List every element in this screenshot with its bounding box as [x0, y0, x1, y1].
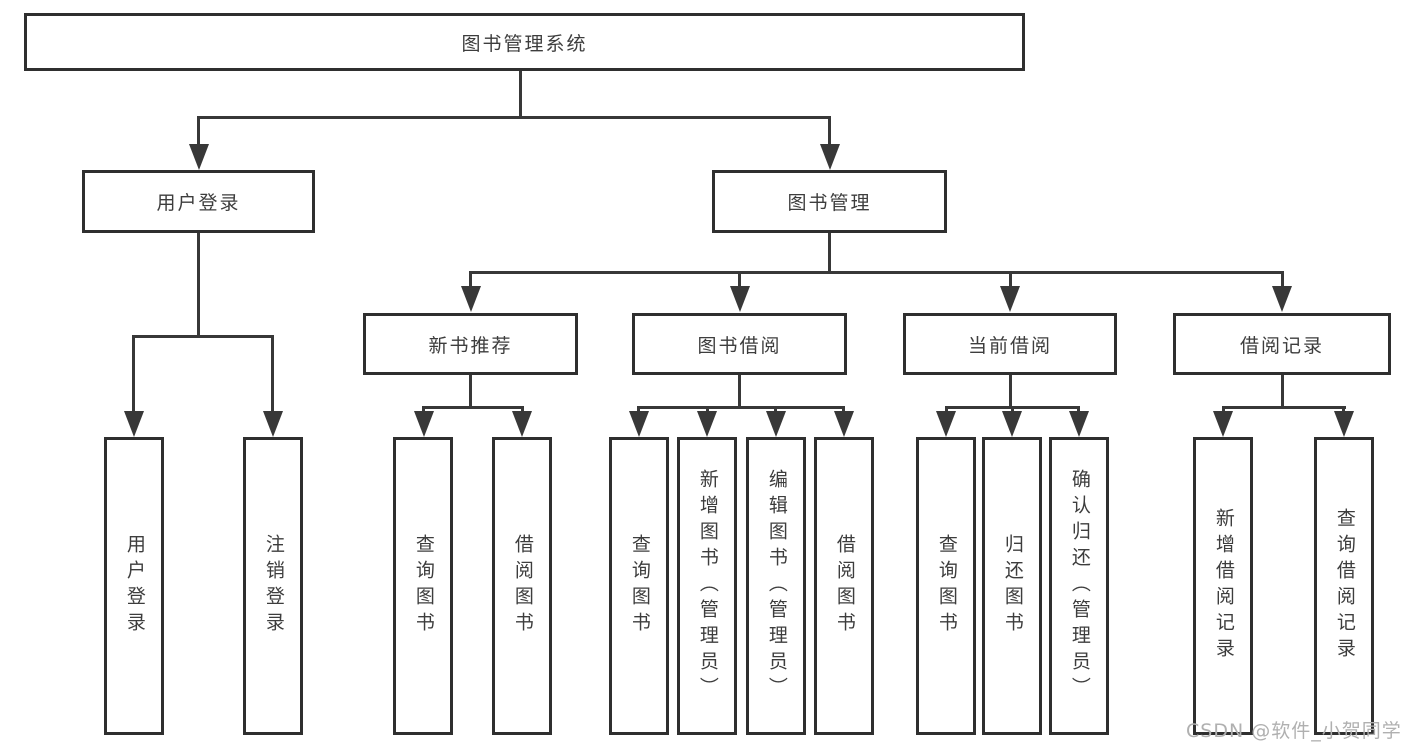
- node-current-borrow: 当前借阅: [903, 313, 1117, 375]
- arrow-down-icon: [833, 411, 854, 437]
- connector-line: [828, 233, 831, 274]
- arrow-down-icon: [188, 144, 209, 170]
- node-label: 查询图书: [628, 534, 651, 638]
- arrow-down-icon: [123, 411, 144, 437]
- connector-line: [637, 406, 845, 409]
- connector-line: [828, 116, 831, 146]
- connector-line: [271, 335, 274, 413]
- arrow-down-icon: [729, 286, 750, 312]
- leaf-logout: 注销登录: [243, 437, 303, 735]
- leaf-records-add-record: 新增借阅记录: [1193, 437, 1253, 735]
- connector-line: [1280, 375, 1284, 409]
- node-label: 用户登录: [123, 534, 146, 638]
- node-label: 查询借阅记录: [1333, 508, 1356, 664]
- node-label: 借阅图书: [833, 534, 856, 638]
- leaf-recommend-query-books: 查询图书: [393, 437, 453, 735]
- arrow-down-icon: [1002, 411, 1022, 437]
- connector-line: [637, 406, 640, 415]
- connector-line: [1221, 406, 1346, 409]
- node-label: 用户登录: [156, 192, 241, 214]
- node-label: 新增借阅记录: [1212, 508, 1235, 664]
- arrow-down-icon: [1333, 411, 1354, 437]
- connector-line: [842, 406, 845, 415]
- node-label: 图书管理: [787, 192, 872, 214]
- node-label: 当前借阅: [967, 334, 1052, 357]
- node-book-borrow: 图书借阅: [632, 313, 847, 375]
- arrow-down-icon: [413, 411, 434, 437]
- connector-line: [738, 271, 741, 291]
- node-borrow-records: 借阅记录: [1173, 313, 1391, 375]
- connector-line: [132, 335, 135, 413]
- arrow-down-icon: [1000, 286, 1020, 312]
- leaf-recommend-borrow-books: 借阅图书: [492, 437, 552, 735]
- connector-line: [469, 271, 1284, 274]
- node-library-system: 图书管理系统: [24, 13, 1025, 71]
- arrow-down-icon: [819, 144, 840, 170]
- watermark: CSDN @软件_小贺同学: [1186, 720, 1402, 742]
- node-label: 编辑图书（管理员）: [765, 469, 788, 703]
- connector-line: [422, 406, 524, 409]
- node-book-management: 图书管理: [712, 170, 947, 233]
- connector-line: [520, 406, 524, 415]
- leaf-user-login: 用户登录: [104, 437, 164, 735]
- leaf-borrow-edit-books-admin: 编辑图书（管理员）: [746, 437, 806, 735]
- arrow-down-icon: [1272, 286, 1292, 312]
- node-label: 归还图书: [1001, 534, 1024, 638]
- connector-line: [519, 71, 522, 118]
- connector-line: [1010, 406, 1014, 415]
- arrow-down-icon: [262, 411, 283, 437]
- arrow-down-icon: [512, 411, 532, 437]
- connector-line: [1342, 406, 1345, 415]
- connector-line: [1077, 406, 1080, 415]
- leaf-records-query-record: 查询借阅记录: [1314, 437, 1374, 735]
- node-label: 确认归还（管理员）: [1068, 469, 1091, 703]
- connector-line: [422, 406, 425, 415]
- arrow-down-icon: [765, 411, 786, 437]
- connector-line: [132, 335, 274, 338]
- connector-line: [705, 406, 709, 415]
- connector-line: [469, 375, 472, 409]
- node-label: 图书管理系统: [461, 32, 588, 55]
- connector-line: [469, 271, 472, 291]
- connector-line: [944, 406, 948, 415]
- node-label: 图书借阅: [697, 334, 782, 357]
- node-label: 新增图书（管理员）: [696, 469, 719, 703]
- connector-line: [197, 233, 200, 338]
- node-label: 查询图书: [412, 534, 435, 638]
- arrow-down-icon: [628, 411, 649, 437]
- leaf-current-query-books: 查询图书: [916, 437, 976, 735]
- arrow-down-icon: [1213, 411, 1233, 437]
- leaf-current-confirm-return-admin: 确认归还（管理员）: [1049, 437, 1109, 735]
- connector-line: [1221, 406, 1225, 415]
- node-label: 新书推荐: [428, 334, 513, 357]
- node-label: 查询图书: [935, 534, 958, 638]
- leaf-borrow-query-books: 查询图书: [609, 437, 669, 735]
- leaf-borrow-add-books-admin: 新增图书（管理员）: [677, 437, 737, 735]
- node-label: 注销登录: [262, 534, 285, 638]
- connector-line: [1008, 271, 1012, 291]
- node-new-book-recommend: 新书推荐: [363, 313, 578, 375]
- node-label: 借阅图书: [511, 534, 534, 638]
- connector-line: [197, 116, 200, 146]
- arrow-down-icon: [936, 411, 956, 437]
- node-user-login: 用户登录: [82, 170, 315, 233]
- connector-line: [774, 406, 777, 415]
- connector-line: [1008, 375, 1012, 409]
- connector-line: [197, 116, 831, 119]
- node-label: 借阅记录: [1239, 334, 1324, 357]
- leaf-borrow-borrow-books: 借阅图书: [814, 437, 874, 735]
- arrow-down-icon: [697, 411, 717, 437]
- arrow-down-icon: [460, 286, 481, 312]
- connector-line: [738, 375, 741, 409]
- connector-line: [1280, 271, 1284, 291]
- arrow-down-icon: [1068, 411, 1089, 437]
- leaf-current-return-books: 归还图书: [982, 437, 1042, 735]
